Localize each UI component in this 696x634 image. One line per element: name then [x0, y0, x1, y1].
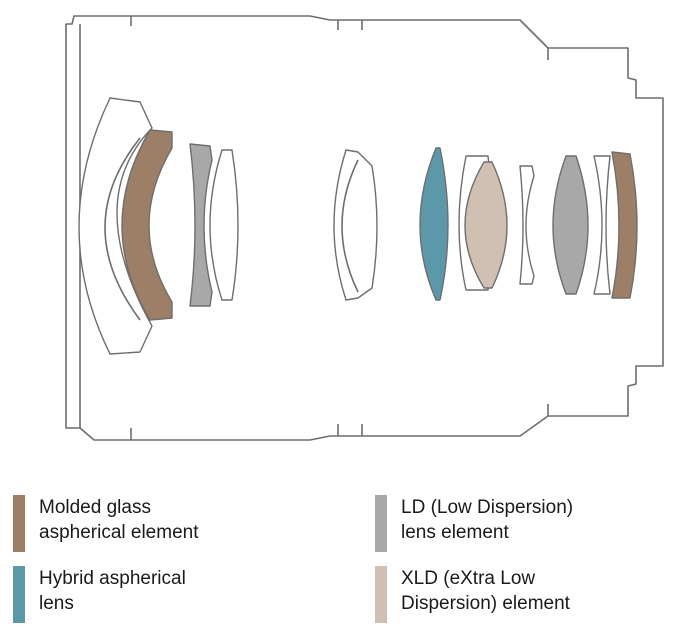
front-meniscus-inner-curve	[104, 137, 141, 321]
plain-element-3	[333, 149, 378, 301]
barrel-ticks	[130, 16, 549, 440]
legend-label-hybrid-aspherical: Hybrid aspherical lens	[39, 566, 299, 616]
plain-element-3-inner	[341, 159, 359, 293]
legend-item-xld: XLD (eXtra Low Dispersion) element	[375, 566, 661, 623]
legend-ld-line1: LD (Low Dispersion)	[401, 497, 574, 518]
xld-swatch	[375, 566, 387, 623]
ld-element-1	[189, 143, 213, 307]
legend-molded-line2: aspherical element	[39, 522, 199, 543]
legend-hybrid-line2: lens	[39, 593, 74, 614]
hybrid-aspherical-lens	[419, 147, 449, 301]
molded-glass-swatch	[13, 495, 25, 552]
plain-element-5	[519, 165, 535, 285]
legend-xld-line2: Dispersion) element	[401, 593, 570, 614]
ld-element-2	[552, 155, 589, 295]
legend-label-molded-glass: Molded glass aspherical element	[39, 495, 299, 545]
front-meniscus-element	[78, 97, 153, 355]
legend-hybrid-line1: Hybrid aspherical	[39, 568, 186, 589]
lens-cross-section-diagram	[65, 15, 664, 441]
legend-xld-line1: XLD (eXtra Low	[401, 568, 536, 589]
plain-element-6	[593, 155, 611, 295]
legend-label-xld: XLD (eXtra Low Dispersion) element	[401, 566, 661, 616]
legend-item-molded-glass: Molded glass aspherical element	[13, 495, 299, 552]
legend-molded-line1: Molded glass	[39, 497, 151, 518]
ld-swatch	[375, 495, 387, 552]
xld-element	[464, 161, 508, 289]
hybrid-aspherical-swatch	[13, 566, 25, 623]
molded-aspherical-element-2	[611, 151, 638, 299]
legend-item-hybrid-aspherical: Hybrid aspherical lens	[13, 566, 299, 623]
lens-barrel-outline	[65, 15, 664, 441]
legend-label-ld: LD (Low Dispersion) lens element	[401, 495, 661, 545]
legend-ld-line2: lens element	[401, 522, 509, 543]
legend-item-ld: LD (Low Dispersion) lens element	[375, 495, 661, 552]
molded-aspherical-element-1	[121, 129, 173, 321]
plain-element-2	[209, 149, 239, 301]
